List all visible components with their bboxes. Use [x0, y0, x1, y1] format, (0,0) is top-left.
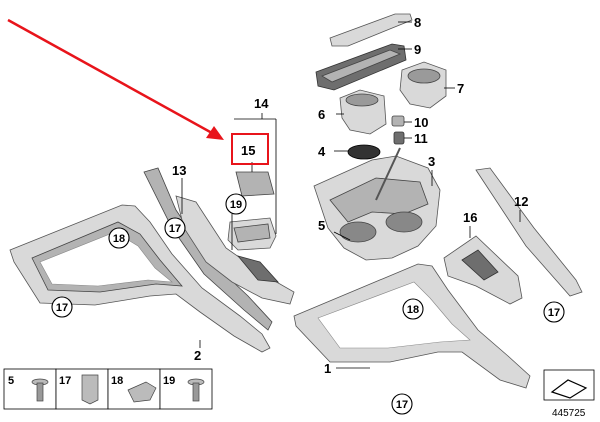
circled-callout-17-a: 17 — [164, 217, 186, 239]
callout-5: 5 — [318, 218, 325, 233]
svg-text:17: 17 — [396, 399, 408, 411]
callout-15: 15 — [241, 143, 255, 158]
callout-2: 2 — [194, 348, 201, 363]
callout-14: 14 — [254, 96, 269, 111]
part-12-side-strip — [475, 167, 583, 297]
part-6-insert — [339, 89, 387, 135]
part-16-trim — [443, 235, 523, 305]
callout-4: 4 — [318, 144, 326, 159]
circled-callout-19: 19 — [225, 193, 247, 215]
callout-11: 11 — [414, 131, 428, 146]
nut-icon — [127, 381, 157, 403]
callout-10: 10 — [414, 115, 428, 130]
part-7-cup-holder — [399, 61, 447, 109]
circled-callout-18-a: 18 — [108, 227, 130, 249]
circled-callout-17-c: 17 — [543, 301, 565, 323]
legend-label-5: 5 — [8, 375, 14, 387]
part-10-cap — [391, 115, 405, 127]
fastener-legend: 5 17 18 19 — [3, 368, 213, 410]
screw-icon — [31, 378, 49, 402]
part-13-trim-strip — [143, 167, 273, 331]
highlight-box-15 — [231, 133, 269, 165]
red-arrow — [7, 18, 224, 140]
svg-text:17: 17 — [169, 223, 181, 235]
callout-3: 3 — [428, 154, 435, 169]
callout-1: 1 — [324, 361, 331, 376]
part-1-trim-frame-right — [293, 263, 531, 389]
reference-number: 445725 — [552, 408, 586, 419]
callout-16: 16 — [463, 210, 477, 225]
svg-text:18: 18 — [407, 304, 419, 316]
circled-callout-17-d: 17 — [391, 393, 413, 415]
part-8-cover — [329, 13, 413, 47]
legend-label-19: 19 — [163, 375, 175, 387]
reference-symbol — [543, 369, 595, 401]
legend-label-18: 18 — [111, 375, 123, 387]
callout-8: 8 — [414, 15, 421, 30]
svg-text:17: 17 — [56, 302, 68, 314]
clip-icon — [81, 374, 99, 405]
callout-7: 7 — [457, 81, 464, 96]
part-9-lid — [315, 43, 407, 91]
svg-text:18: 18 — [113, 233, 125, 245]
leader-lines — [181, 21, 521, 369]
callout-6: 6 — [318, 107, 325, 122]
part-4-mat — [347, 144, 381, 160]
circled-callout-17-b: 17 — [51, 296, 73, 318]
callout-13: 13 — [172, 163, 186, 178]
part-11-plug — [393, 131, 405, 145]
callout-12: 12 — [514, 194, 528, 209]
callout-9: 9 — [414, 42, 421, 57]
screw-icon — [187, 378, 205, 402]
circled-callout-18-b: 18 — [402, 298, 424, 320]
legend-label-17: 17 — [59, 375, 71, 387]
part-3-center-tray — [313, 147, 441, 261]
svg-text:17: 17 — [548, 307, 560, 319]
svg-text:19: 19 — [230, 199, 242, 211]
part-14-console-trim — [175, 171, 295, 305]
